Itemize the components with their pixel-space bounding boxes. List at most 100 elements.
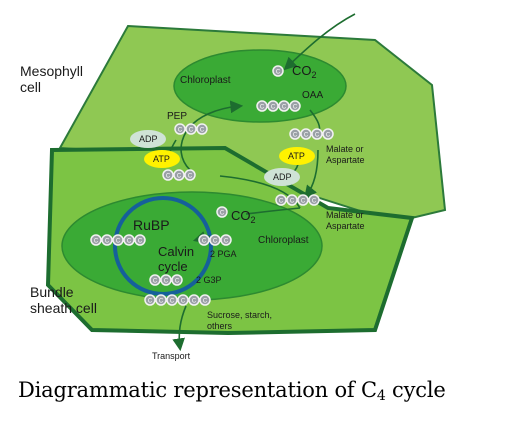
carbon-letter-pyruvate-carbons-0: C [166, 174, 171, 180]
carbon-atom-g3p-carbons-2 [171, 274, 183, 286]
carbon-atom-g3p-carbons-0 [149, 274, 161, 286]
carbon-atom-pyruvate-carbons-2 [184, 169, 196, 181]
mesophyll-label-line2: cell [20, 79, 41, 95]
carbon-atom-pep-carbons-0 [174, 123, 186, 135]
carbon-letter-sucrose-carbons-1: C [159, 299, 164, 305]
carbon-atom-sucrose-carbons-5 [199, 294, 211, 306]
atp-label-right: ATP [288, 151, 305, 161]
carbon-atom-malate-carbons-top-2 [311, 128, 323, 140]
malate-label-bottom-1: Malate or [326, 210, 364, 220]
carbon-atom-malate-carbons-top-3 [322, 128, 334, 140]
carbon-atom-oaa-carbons-0 [256, 100, 268, 112]
caption-main: Diagrammatic representation of C [18, 378, 377, 402]
carbon-letter-rubp-carbons-3: C [127, 239, 132, 245]
carbon-letter-malate-carbons-top-3: C [326, 133, 331, 139]
co2-label-mesophyll: CO2 [292, 63, 317, 80]
carbon-atom-pep-carbons-1 [185, 123, 197, 135]
carbon-letter-sucrose-carbons-5: C [203, 299, 208, 305]
carbon-letter-pep-carbons-2: C [200, 128, 205, 134]
carbon-letter-g3p-carbons-1: C [164, 279, 169, 285]
carbon-letter-sucrose-carbons-3: C [181, 299, 186, 305]
carbon-atom-rubp-carbons-4 [134, 234, 146, 246]
calvin-cycle-ring [113, 196, 213, 296]
co2-entry-arrow [283, 13, 356, 71]
carbon-letter-co2-carbon-bundle-0: C [220, 211, 225, 217]
adp-oval-right [264, 168, 300, 186]
carbon-letter-rubp-carbons-4: C [138, 239, 143, 245]
carbon-atom-co2-carbon-mesophyll-0 [272, 65, 284, 77]
bundle-label-line2: sheath cell [30, 300, 97, 316]
carbon-atom-oaa-carbons-1 [267, 100, 279, 112]
carbon-atom-pga-carbons-0 [198, 234, 210, 246]
bundle-co2-branch [245, 207, 301, 215]
sucrose-label-line1: Sucrose, starch, [207, 310, 272, 320]
adp-label-right: ADP [273, 172, 292, 182]
carbon-letter-malate-carbons-bottom-0: C [279, 199, 284, 205]
rubp-label: RuBP [133, 217, 170, 233]
carbon-atom-pyruvate-carbons-0 [162, 169, 174, 181]
transport-label: Transport [152, 351, 191, 361]
carbon-atom-malate-carbons-bottom-1 [286, 194, 298, 206]
carbon-atom-malate-carbons-bottom-3 [308, 194, 320, 206]
bundle-chloroplast-label: Chloroplast [258, 235, 309, 246]
malate-down-arrow [304, 149, 319, 199]
carbon-letter-rubp-carbons-0: C [94, 239, 99, 245]
carbon-atom-pep-carbons-2 [196, 123, 208, 135]
carbon-letter-malate-carbons-top-1: C [304, 133, 309, 139]
carbon-letter-sucrose-carbons-4: C [192, 299, 197, 305]
carbon-atom-pga-carbons-1 [209, 234, 221, 246]
carbon-letter-pga-carbons-0: C [202, 239, 207, 245]
pep-return-path [180, 100, 244, 171]
carbon-atom-pga-carbons-2 [220, 234, 232, 246]
atp-oval-right [279, 147, 315, 165]
carbon-atom-sucrose-carbons-3 [177, 294, 189, 306]
carbon-atom-sucrose-carbons-4 [188, 294, 200, 306]
malate-label-top-2: Aspartate [326, 155, 365, 165]
carbon-atom-sucrose-carbons-2 [166, 294, 178, 306]
carbon-letter-rubp-carbons-1: C [105, 239, 110, 245]
adp-label-left: ADP [139, 134, 158, 144]
calvin-label-line2: cycle [158, 259, 188, 274]
malate-label-bottom-2: Aspartate [326, 221, 365, 231]
carbon-atom-co2-carbon-bundle-0 [216, 206, 228, 218]
mesophyll-chloroplast [173, 49, 347, 123]
carbon-atom-malate-carbons-top-1 [300, 128, 312, 140]
carbon-letter-oaa-carbons-1: C [271, 105, 276, 111]
carbon-atom-sucrose-carbons-0 [144, 294, 156, 306]
carbon-letter-malate-carbons-top-0: C [293, 133, 298, 139]
carbon-atom-malate-carbons-top-0 [289, 128, 301, 140]
carbon-atom-malate-carbons-bottom-0 [275, 194, 287, 206]
carbon-letter-malate-carbons-bottom-3: C [312, 199, 317, 205]
atp-label-left: ATP [153, 154, 170, 164]
carbon-letter-pyruvate-carbons-1: C [177, 174, 182, 180]
carbon-letter-pyruvate-carbons-2: C [188, 174, 193, 180]
mesophyll-label-line1: Mesophyll [20, 63, 83, 79]
carbon-atom-pyruvate-carbons-1 [173, 169, 185, 181]
carbon-letter-rubp-carbons-2: C [116, 239, 121, 245]
carbon-atom-sucrose-carbons-1 [155, 294, 167, 306]
carbon-letter-pga-carbons-1: C [213, 239, 218, 245]
carbon-atom-rubp-carbons-0 [90, 234, 102, 246]
adp-oval-left [130, 130, 166, 148]
sucrose-label-line2: others [207, 321, 233, 331]
carbon-letter-malate-carbons-top-2: C [315, 133, 320, 139]
bundle-label-line1: Bundle [30, 284, 74, 300]
carbon-letter-pep-carbons-0: C [178, 128, 183, 134]
caption-tail: cycle [385, 378, 446, 402]
carbon-letter-g3p-carbons-2: C [175, 279, 180, 285]
transport-arrow [172, 305, 187, 352]
carbon-letter-g3p-carbons-0: C [153, 279, 158, 285]
caption: Diagrammatic representation of C4 cycle [18, 378, 498, 404]
carbon-letter-co2-carbon-mesophyll-0: C [276, 70, 281, 76]
pga-label: 2 PGA [210, 249, 237, 259]
carbon-atom-oaa-carbons-3 [289, 100, 301, 112]
carbon-letter-oaa-carbons-3: C [293, 105, 298, 111]
carbon-atom-g3p-carbons-1 [160, 274, 172, 286]
caption-subscript: 4 [376, 388, 386, 404]
atp-oval-left [144, 150, 180, 168]
co2-label-bundle: CO2 [231, 208, 256, 225]
g3p-label: 2 G3P [196, 275, 222, 285]
carbon-letter-pga-carbons-2: C [224, 239, 229, 245]
carbon-letter-oaa-carbons-0: C [260, 105, 265, 111]
